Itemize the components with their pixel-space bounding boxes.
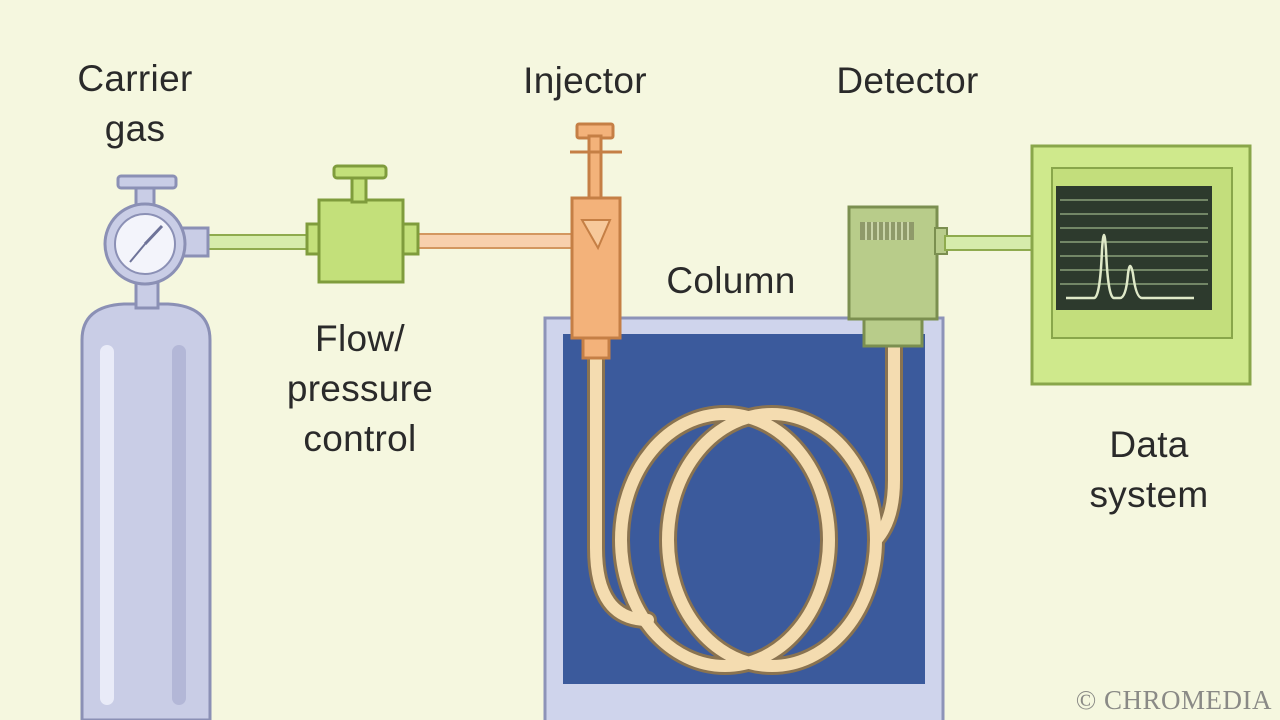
flow-label-line-1: Flow/ bbox=[315, 318, 405, 359]
data-system-label-line-2: system bbox=[1089, 474, 1209, 515]
signal-cable bbox=[944, 235, 1034, 251]
chromatogram-trace bbox=[1066, 233, 1194, 300]
data-system-label: Data system bbox=[1064, 420, 1234, 520]
carrier-gas-label: Carrier gas bbox=[60, 54, 210, 154]
flow-label-line-2: pressure bbox=[286, 368, 434, 409]
data-system-label-line-1: Data bbox=[1109, 424, 1189, 465]
detector-label: Detector bbox=[836, 60, 979, 101]
copyright-credit: © CHROMEDIA bbox=[1075, 685, 1272, 715]
gas-line-pipe bbox=[204, 234, 316, 250]
valve-icon bbox=[305, 164, 420, 284]
flow-label-line-3: control bbox=[303, 418, 417, 459]
monitor-icon bbox=[1030, 144, 1252, 386]
column-label: Column bbox=[666, 260, 796, 301]
pressure-gauge-icon bbox=[103, 174, 210, 286]
syringe-icon bbox=[570, 122, 622, 360]
injector-label: Injector bbox=[523, 60, 647, 101]
carrier-gas-label-line-1: Carrier bbox=[77, 58, 193, 99]
gas-line-pipe-2 bbox=[411, 233, 575, 249]
flow-pressure-control-label: Flow/ pressure control bbox=[262, 314, 458, 464]
gas-cylinder-icon bbox=[80, 280, 212, 720]
detector-icon bbox=[847, 205, 948, 348]
carrier-gas-label-line-2: gas bbox=[104, 108, 166, 149]
coiled-column-icon bbox=[587, 331, 903, 675]
